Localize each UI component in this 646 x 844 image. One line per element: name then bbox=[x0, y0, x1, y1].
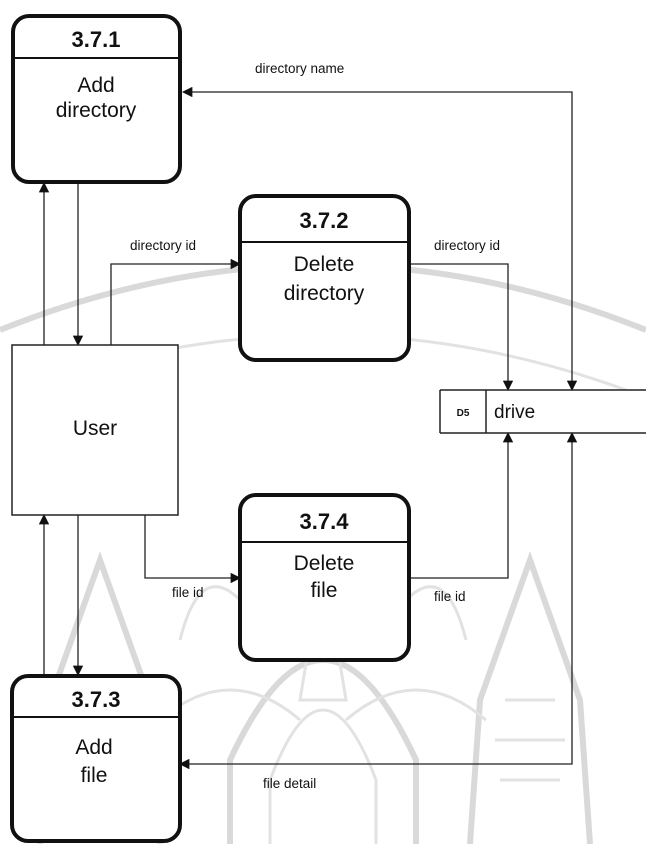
label-directory-id-out: directory id bbox=[434, 238, 500, 253]
entity-label: User bbox=[73, 417, 117, 440]
process-name-line2: directory bbox=[284, 282, 365, 305]
flow-delete-file-to-drive bbox=[410, 431, 514, 579]
process-delete-directory[interactable]: 3.7.2 Delete directory bbox=[238, 194, 411, 362]
label-directory-id-in: directory id bbox=[130, 238, 196, 253]
flow-drive-to-add-file bbox=[178, 431, 578, 770]
process-name-line1: Delete bbox=[294, 253, 355, 276]
flow-drive-add-directory bbox=[181, 86, 578, 392]
datastore-drive[interactable]: D5 drive bbox=[439, 389, 646, 434]
label-file-id-in: file id bbox=[172, 585, 204, 600]
process-name-line1: Add bbox=[77, 74, 114, 97]
label-file-id-out: file id bbox=[434, 589, 466, 604]
process-name-line1: Add bbox=[75, 736, 112, 759]
process-name-line1: Delete bbox=[294, 552, 355, 575]
entity-user[interactable]: User bbox=[11, 344, 179, 516]
flow-user-to-delete-directory bbox=[110, 258, 242, 345]
flow-delete-directory-to-drive bbox=[410, 263, 514, 392]
process-id: 3.7.3 bbox=[72, 687, 121, 712]
process-id: 3.7.1 bbox=[72, 27, 121, 52]
datastore-id: D5 bbox=[457, 408, 470, 419]
process-add-directory[interactable]: 3.7.1 Add directory bbox=[11, 14, 182, 184]
flow-user-to-delete-file bbox=[144, 515, 242, 584]
label-directory-name: directory name bbox=[255, 61, 344, 76]
process-delete-file[interactable]: 3.7.4 Delete file bbox=[238, 493, 411, 662]
process-name-line2: directory bbox=[56, 99, 137, 122]
process-id: 3.7.2 bbox=[300, 208, 349, 233]
process-id: 3.7.4 bbox=[300, 509, 350, 534]
process-add-file[interactable]: 3.7.3 Add file bbox=[10, 674, 182, 843]
label-file-detail: file detail bbox=[263, 776, 316, 791]
datastore-name: drive bbox=[494, 402, 535, 423]
process-name-line2: file bbox=[311, 579, 338, 602]
process-name-line2: file bbox=[81, 764, 108, 787]
